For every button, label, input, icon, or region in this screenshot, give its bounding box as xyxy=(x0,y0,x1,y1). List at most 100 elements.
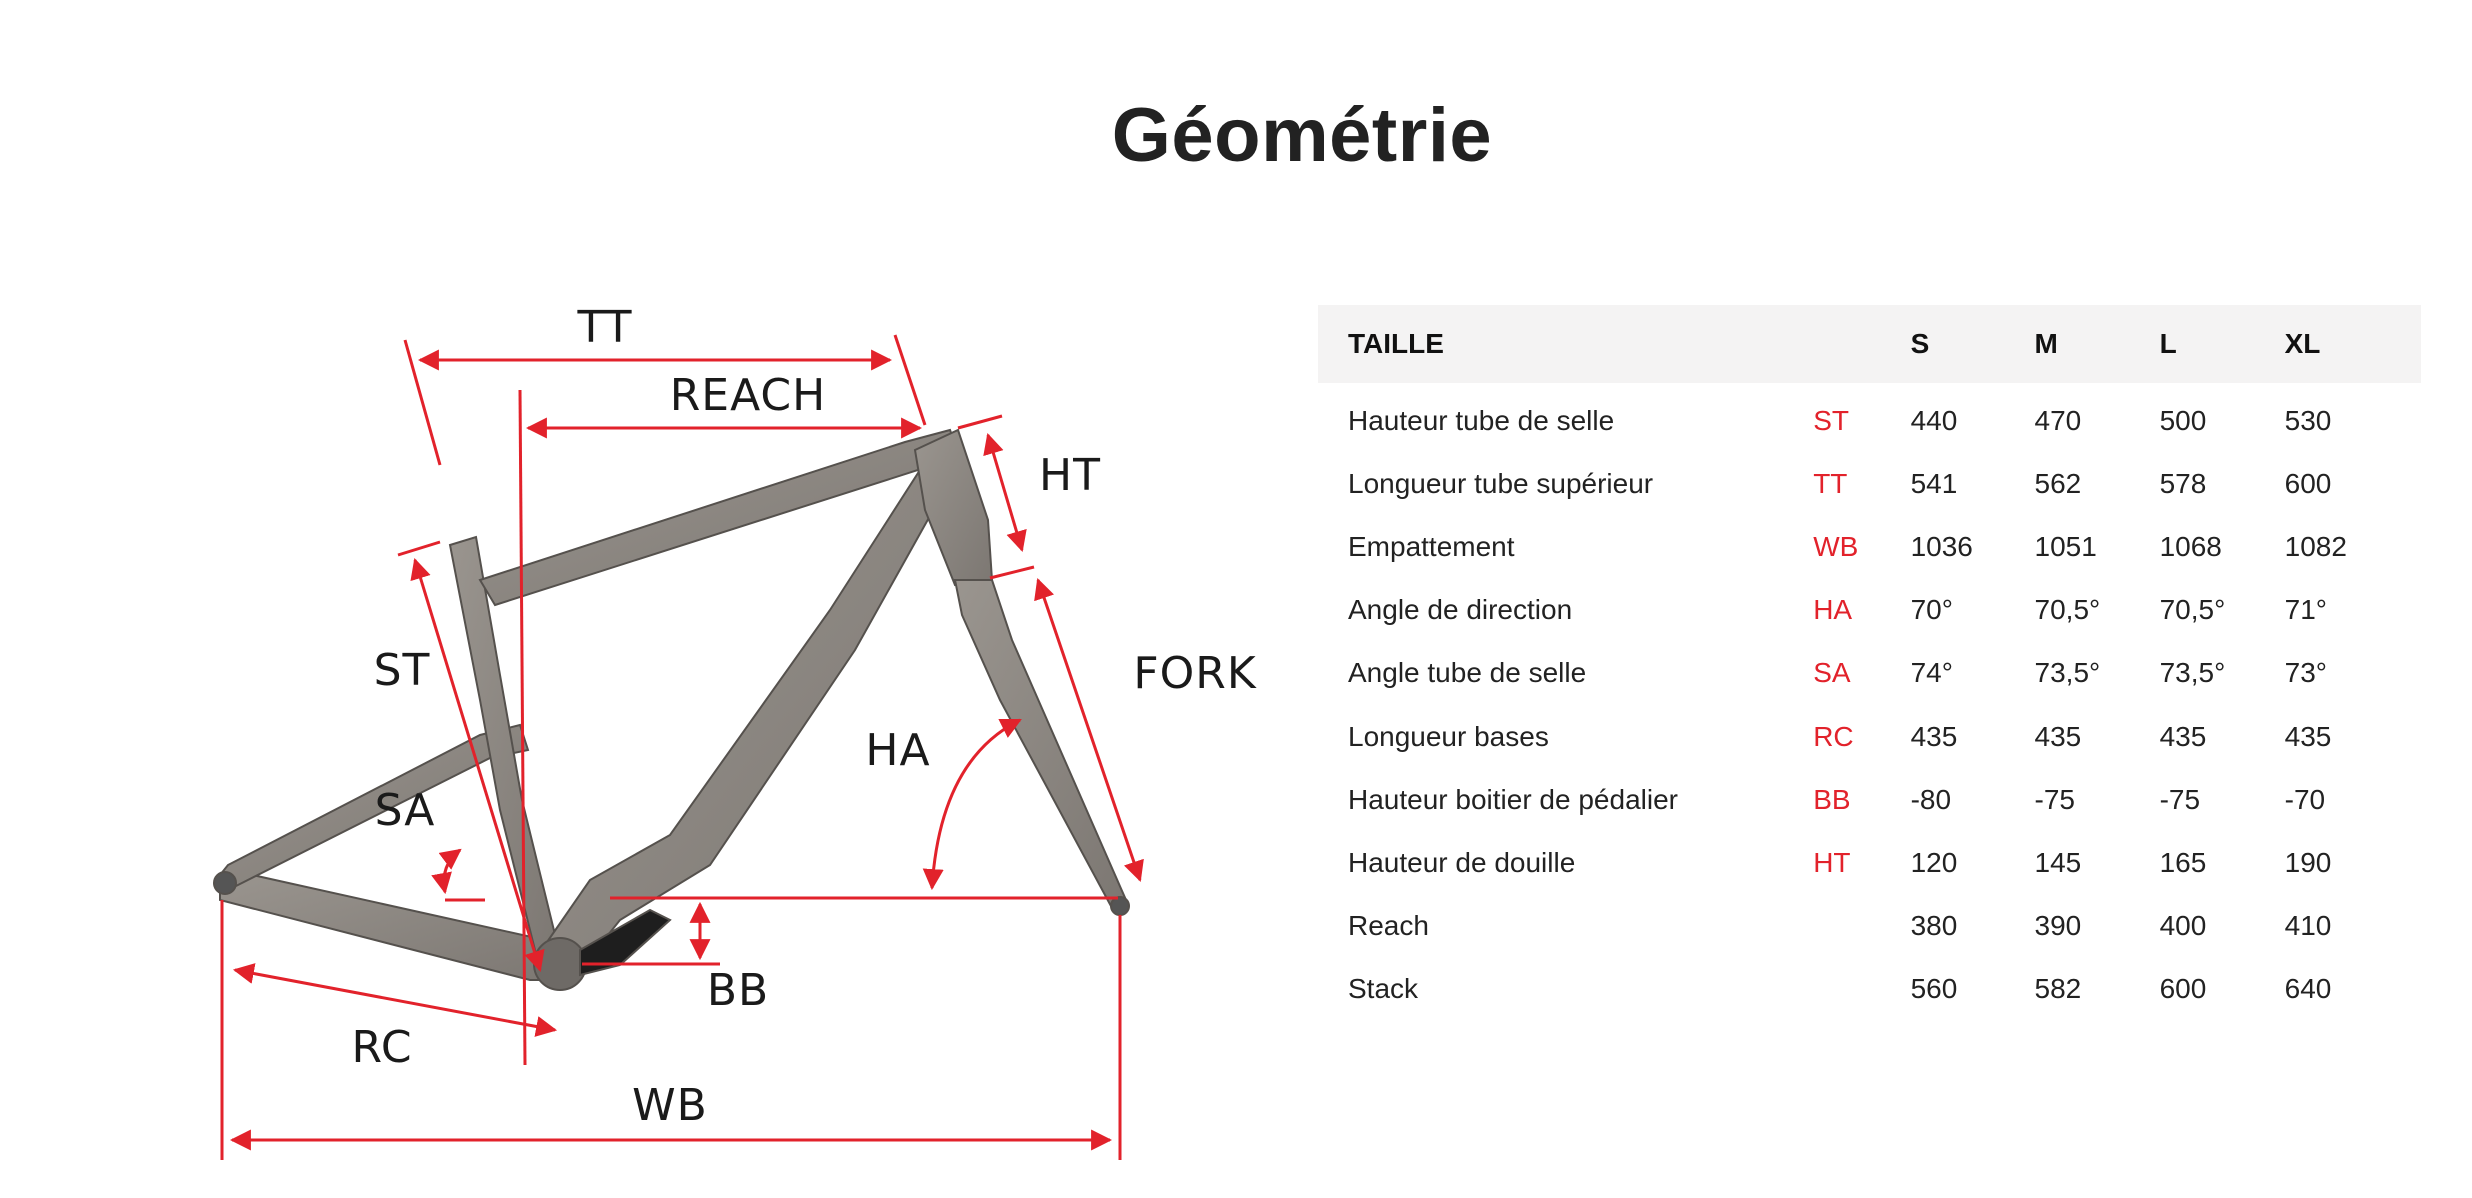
row-name: Angle tube de selle xyxy=(1348,657,1587,689)
fork xyxy=(953,579,1128,910)
value-m: 70,5° xyxy=(2034,594,2101,626)
table-row: Hauteur boitier de pédalier BB -80 -75 -… xyxy=(1318,768,2421,831)
table-row: Angle de direction HA 70° 70,5° 70,5° 71… xyxy=(1318,579,2421,642)
value-l: 165 xyxy=(2159,846,2207,878)
value-s: 1036 xyxy=(1910,530,1973,562)
value-l: 73,5° xyxy=(2159,657,2226,689)
dimension-lines xyxy=(220,334,1144,1160)
fork-dimension xyxy=(1034,578,1144,882)
fork-dropout xyxy=(1110,896,1130,916)
label-ht: HT xyxy=(1039,450,1101,501)
value-s: 435 xyxy=(1910,720,1958,752)
value-s: 74° xyxy=(1910,657,1953,689)
label-sa: SA xyxy=(375,785,436,836)
table-row: Angle tube de selle SA 74° 73,5° 73,5° 7… xyxy=(1318,642,2421,705)
row-abbr xyxy=(1813,958,1910,1021)
label-bb: BB xyxy=(707,965,769,1016)
value-m: 435 xyxy=(2034,720,2082,752)
tt-extension-left xyxy=(403,339,442,466)
label-fork: FORK xyxy=(1133,648,1257,699)
value-xl: -70 xyxy=(2284,783,2326,815)
ht-extension-bottom xyxy=(989,565,1035,580)
value-xl: 1082 xyxy=(2284,530,2347,562)
head-tube xyxy=(913,428,994,587)
rc-dimension xyxy=(232,963,558,1037)
value-m: 562 xyxy=(2034,467,2082,499)
row-name: Longueur bases xyxy=(1348,720,1549,752)
geometry-diagram: TT REACH HT ST FORK HA SA BB RC WB xyxy=(150,280,1370,1180)
ht-extension-top xyxy=(957,414,1003,430)
value-m: -75 xyxy=(2034,783,2075,815)
row-abbr xyxy=(1813,895,1910,958)
value-m: 390 xyxy=(2034,910,2082,942)
value-xl: 73° xyxy=(2284,657,2327,689)
value-xl: 600 xyxy=(2284,467,2332,499)
value-s: 380 xyxy=(1910,910,1958,942)
value-m: 145 xyxy=(2034,846,2082,878)
value-l: 500 xyxy=(2159,404,2207,436)
row-name: Hauteur tube de selle xyxy=(1348,404,1615,436)
label-wb: WB xyxy=(632,1080,708,1131)
value-s: 70° xyxy=(1910,594,1953,626)
label-reach: REACH xyxy=(670,370,827,421)
bottom-bracket xyxy=(533,937,587,991)
row-abbr: ST xyxy=(1813,404,1849,436)
row-name: Hauteur de douille xyxy=(1348,846,1576,878)
value-s: 120 xyxy=(1910,846,1958,878)
value-xl: 410 xyxy=(2284,910,2332,942)
st-dimension xyxy=(410,557,545,973)
row-name: Reach xyxy=(1348,910,1429,942)
row-abbr: HT xyxy=(1813,846,1851,878)
header-abbr xyxy=(1813,305,1910,383)
rear-dropout xyxy=(213,871,237,895)
value-l: 70,5° xyxy=(2159,594,2226,626)
value-l: 600 xyxy=(2159,973,2207,1005)
header-m: M xyxy=(2034,328,2058,359)
value-l: 578 xyxy=(2159,467,2207,499)
value-l: 1068 xyxy=(2159,530,2222,562)
row-name: Longueur tube supérieur xyxy=(1348,467,1654,499)
geometry-table-body: Hauteur tube de selle ST 440 470 500 530… xyxy=(1318,383,2421,1021)
table-row: Empattement WB 1036 1051 1068 1082 xyxy=(1318,515,2421,578)
tt-extension-right xyxy=(893,334,927,426)
value-xl: 190 xyxy=(2284,846,2332,878)
value-m: 582 xyxy=(2034,973,2082,1005)
label-st: ST xyxy=(374,645,431,696)
st-extension xyxy=(397,540,441,557)
value-s: 560 xyxy=(1910,973,1958,1005)
chainguard xyxy=(579,908,672,977)
dimension-labels: TT REACH HT ST FORK HA SA BB RC WB xyxy=(351,302,1257,1131)
row-abbr: TT xyxy=(1813,467,1848,499)
value-m: 470 xyxy=(2034,404,2082,436)
value-xl: 530 xyxy=(2284,404,2332,436)
sa-arc xyxy=(431,848,462,895)
geometry-table-header: TAILLE S M L XL xyxy=(1318,305,2421,383)
table-row: Reach 380 390 400 410 xyxy=(1318,895,2421,958)
value-m: 73,5° xyxy=(2034,657,2101,689)
label-rc: RC xyxy=(351,1022,412,1073)
page-title: Géométrie xyxy=(1111,93,1493,178)
header-l: L xyxy=(2159,328,2177,359)
table-row: Stack 560 582 600 640 xyxy=(1318,958,2421,1021)
table-row: Longueur bases RC 435 435 435 435 xyxy=(1318,705,2421,768)
bike-frame-diagram: TT REACH HT ST FORK HA SA BB RC WB xyxy=(213,302,1257,1160)
header-xl: XL xyxy=(2284,328,2321,359)
value-xl: 640 xyxy=(2284,973,2332,1005)
header-s: S xyxy=(1910,328,1930,359)
row-abbr: BB xyxy=(1813,783,1851,815)
table-row: Hauteur tube de selle ST 440 470 500 530 xyxy=(1318,383,2421,452)
row-name: Empattement xyxy=(1348,530,1515,562)
table-row: Longueur tube supérieur TT 541 562 578 6… xyxy=(1318,452,2421,515)
value-m: 1051 xyxy=(2034,530,2097,562)
ht-dimension xyxy=(983,432,1027,553)
value-s: -80 xyxy=(1910,783,1952,815)
row-name: Hauteur boitier de pédalier xyxy=(1348,783,1678,815)
label-ha: HA xyxy=(865,725,930,776)
row-abbr: WB xyxy=(1813,530,1859,562)
value-xl: 435 xyxy=(2284,720,2332,752)
ha-arc xyxy=(922,718,1022,891)
header-row: TAILLE S M L XL xyxy=(1318,305,2421,383)
value-xl: 71° xyxy=(2284,594,2327,626)
row-abbr: RC xyxy=(1813,720,1854,752)
row-name: Stack xyxy=(1348,973,1419,1005)
